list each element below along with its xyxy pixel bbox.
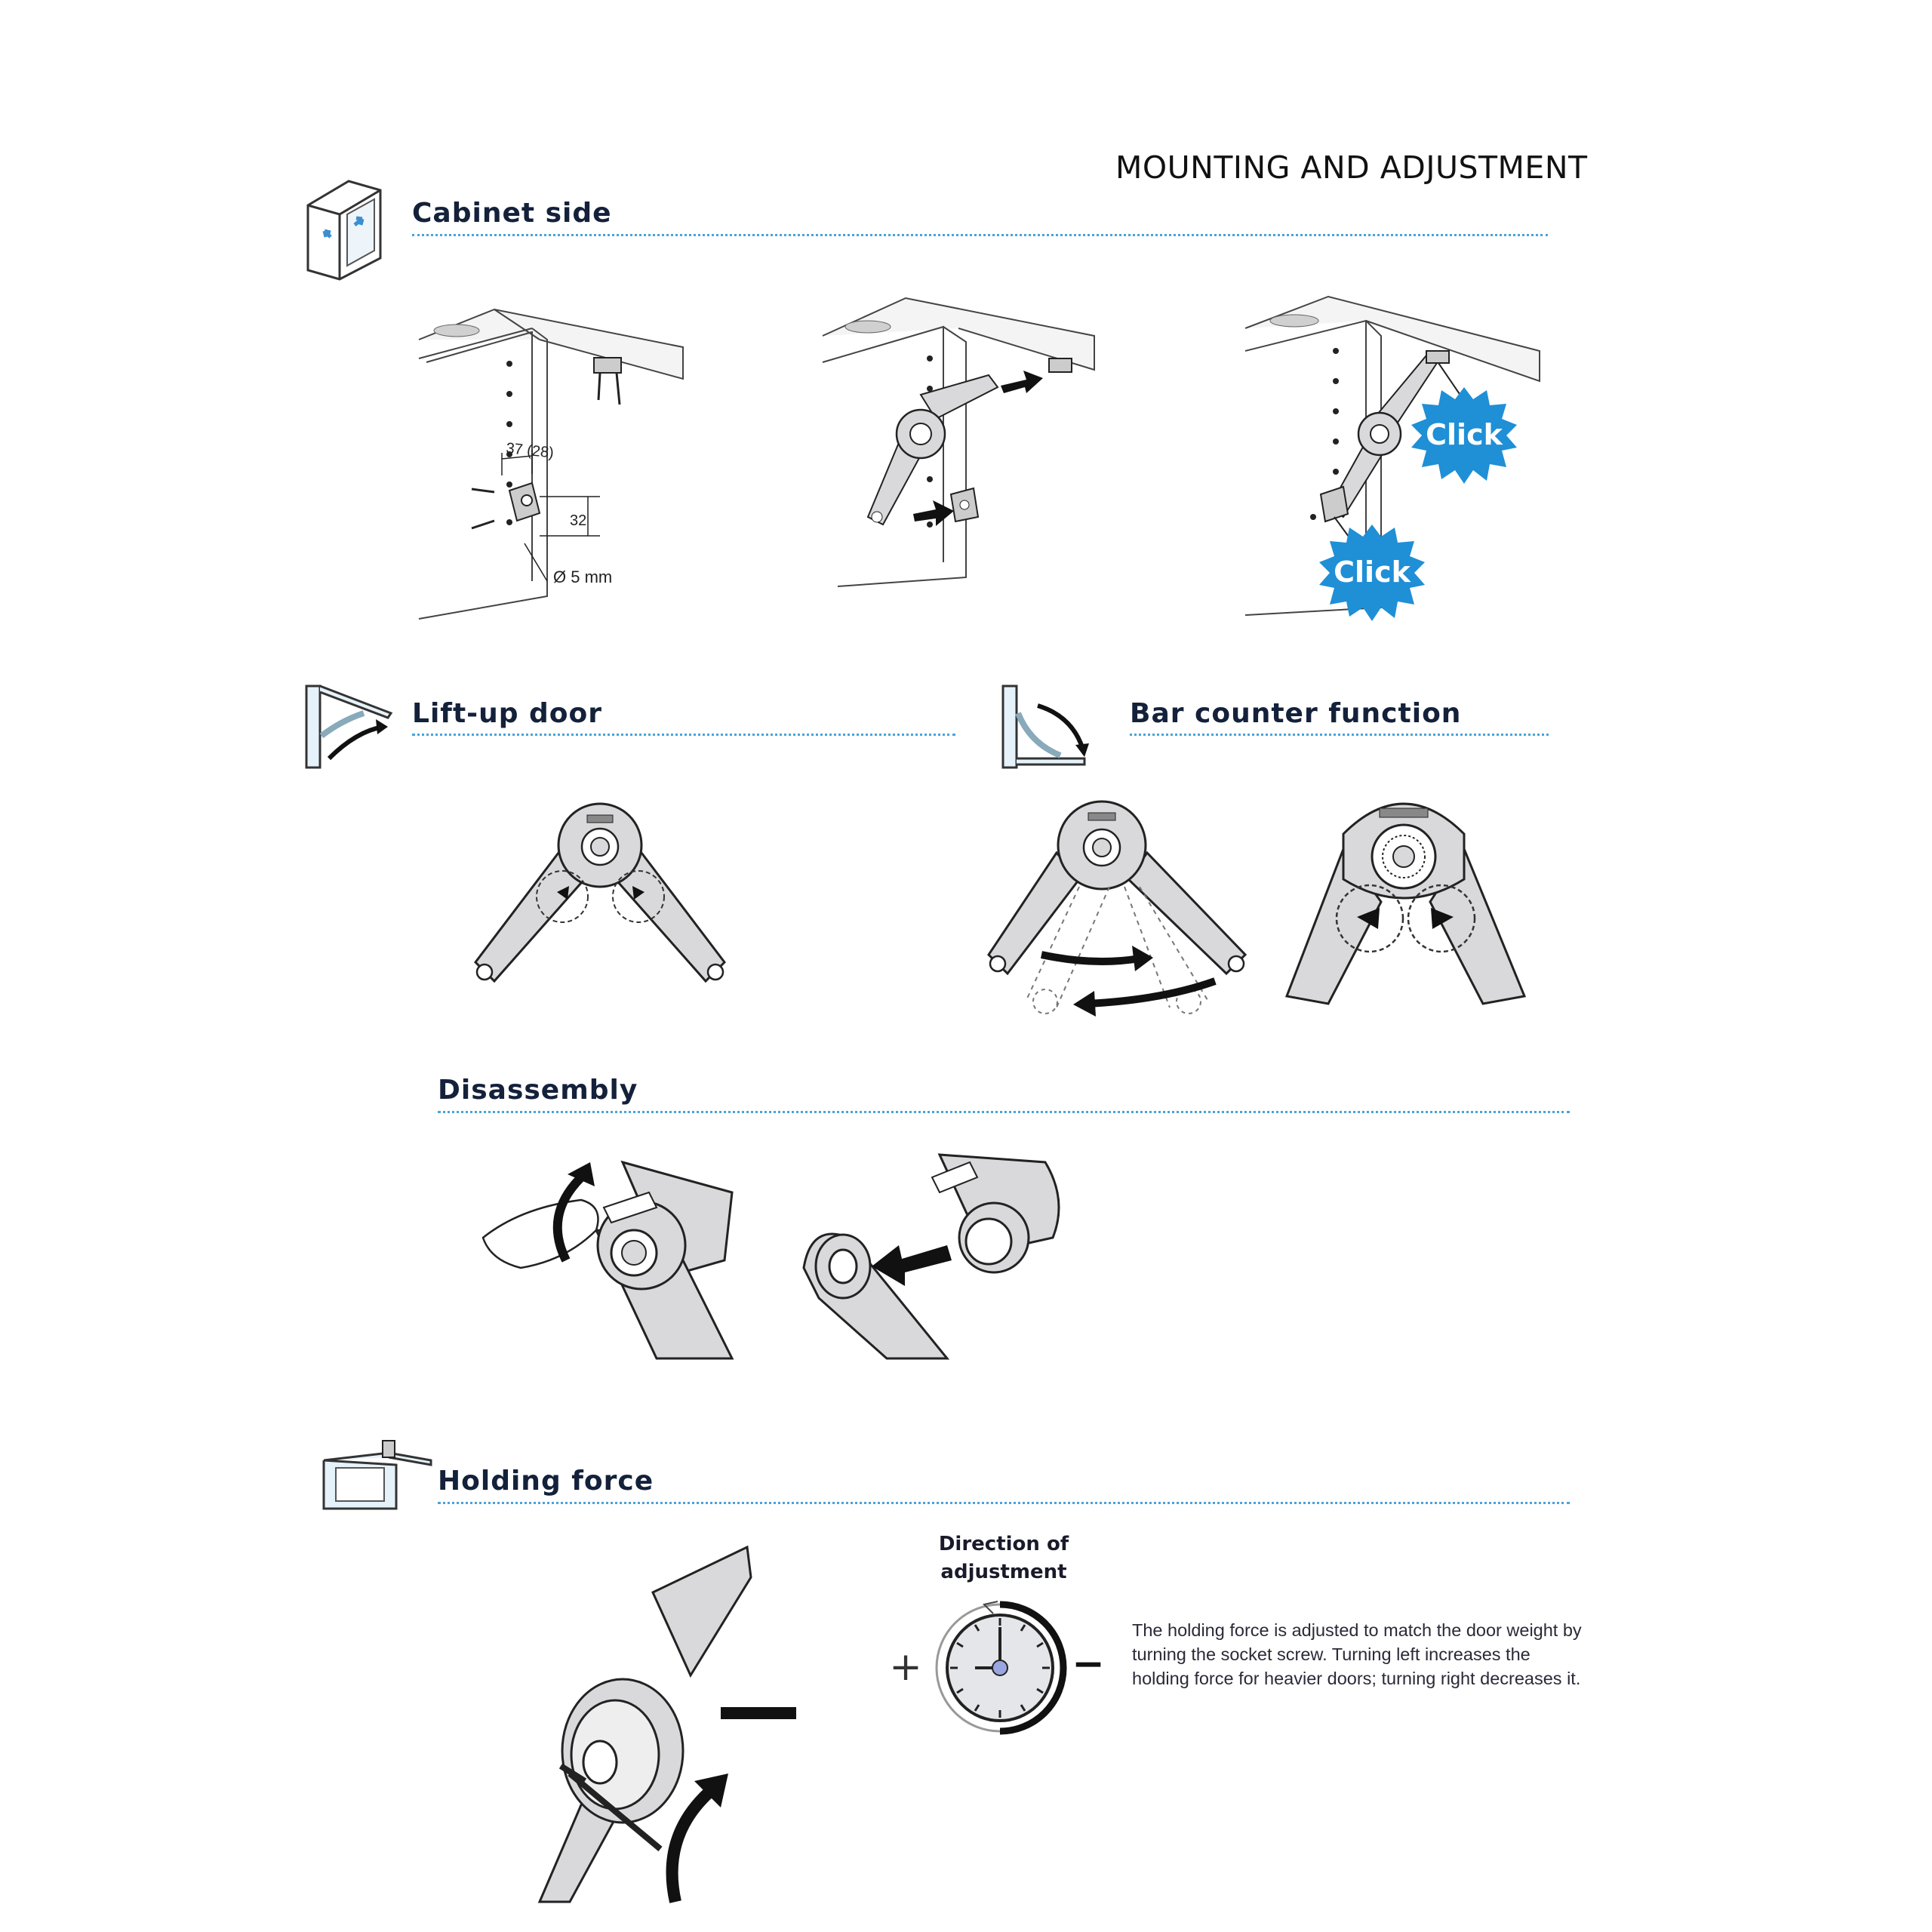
section-divider <box>412 734 955 736</box>
bar-counter-detail-illustration <box>1284 802 1527 1005</box>
direction-label: Direction of adjustment <box>938 1533 1069 1583</box>
page-title: MOUNTING AND ADJUSTMENT <box>1115 149 1588 186</box>
plus-label: + <box>889 1644 922 1690</box>
lift-up-door-icon <box>305 685 393 769</box>
holding-force-adjustment-illustration <box>537 1545 796 1903</box>
dim-hole-label: Ø 5 mm <box>553 568 612 586</box>
holding-force-description: The holding force is adjusted to match t… <box>1132 1620 1582 1688</box>
adjustment-dial-icon: + − <box>889 1601 1105 1735</box>
bar-counter-stay-illustration <box>987 800 1247 1017</box>
lift-up-stay-illustration <box>474 802 726 983</box>
disassembly-step-2-illustration <box>802 1153 1060 1360</box>
section-divider <box>438 1111 1570 1113</box>
click-burst-lower <box>1319 525 1425 621</box>
bar-counter-icon <box>1001 685 1089 769</box>
section-title-lift-up-door: Lift-up door <box>412 698 603 729</box>
section-divider <box>1130 734 1549 736</box>
mounting-step-3-illustration: Click Click <box>1244 295 1540 621</box>
section-title-bar-counter: Bar counter function <box>1130 698 1462 729</box>
click-label-lower: Click <box>1334 555 1411 589</box>
click-label-upper: Click <box>1426 418 1503 451</box>
click-burst-upper <box>1411 387 1517 484</box>
section-divider <box>412 234 1548 236</box>
disassembly-step-1-illustration <box>481 1160 734 1360</box>
section-title-cabinet-side: Cabinet side <box>412 198 612 229</box>
section-title-disassembly: Disassembly <box>438 1075 638 1106</box>
section-title-holding-force: Holding force <box>438 1466 654 1497</box>
mounting-step-1-illustration: 37 (28) 32 Ø 5 mm <box>418 308 684 620</box>
minus-label: − <box>1072 1641 1105 1687</box>
dim-vertical-label: 32 <box>570 512 586 529</box>
cabinet-side-icon <box>306 180 382 281</box>
holding-force-icon <box>322 1440 432 1510</box>
mounting-step-2-illustration <box>822 297 1095 587</box>
section-divider <box>438 1502 1570 1504</box>
